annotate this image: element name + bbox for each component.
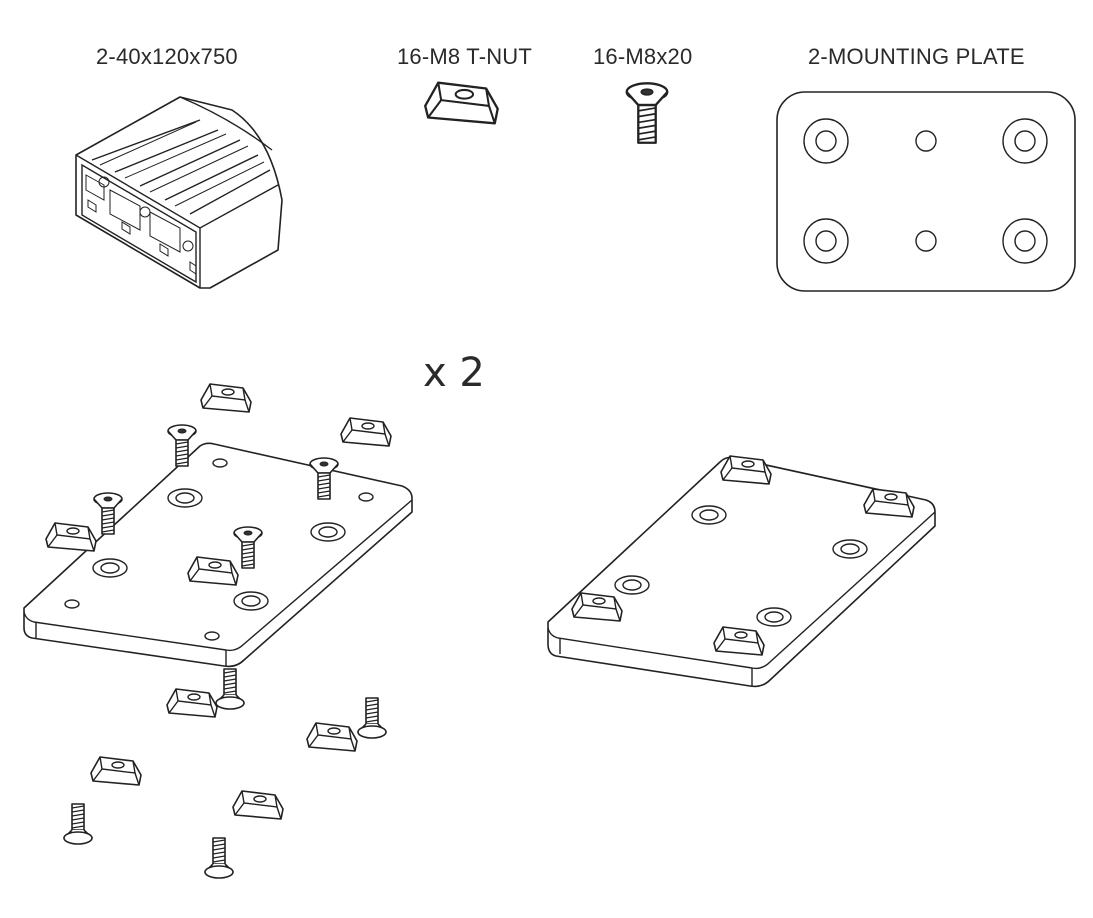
exploded-assembly <box>23 383 413 879</box>
assembly-quantity: x 2 <box>423 350 485 396</box>
bolt-label: 16-M8x20 <box>593 44 693 69</box>
bolt-part <box>625 82 669 144</box>
extrusion-profile <box>75 96 283 289</box>
assembled-plate <box>547 455 936 688</box>
tnut-label: 16-M8 T-NUT <box>397 44 533 69</box>
mounting-plate-label: 2-MOUNTING PLATE <box>808 44 1025 69</box>
mounting-plate-top-view <box>776 91 1076 292</box>
extrusion-label: 2-40x120x750 <box>96 44 238 69</box>
tnut-part <box>424 81 499 125</box>
